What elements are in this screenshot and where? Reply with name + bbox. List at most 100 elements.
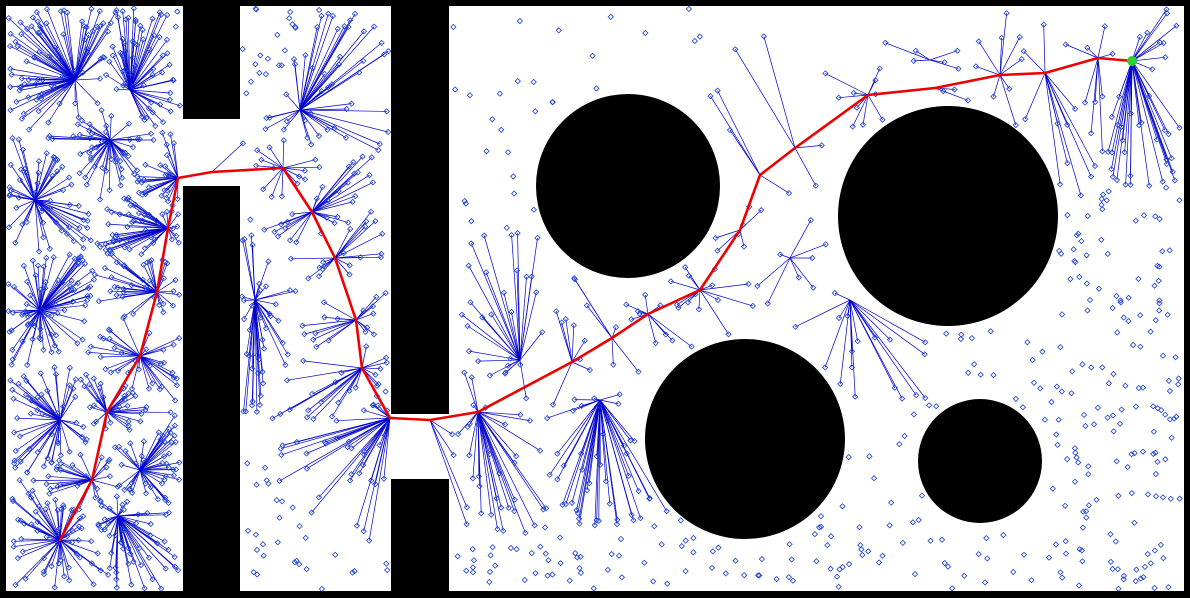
tree-node — [112, 531, 119, 539]
tree-node — [68, 287, 76, 294]
tree-node — [34, 527, 41, 534]
tree-node — [334, 315, 341, 322]
tree-node — [160, 359, 168, 366]
tree-node — [9, 386, 16, 394]
tree-node — [124, 544, 132, 552]
tree-edge — [1043, 24, 1046, 74]
tree-node — [113, 259, 121, 266]
tree-node — [144, 259, 151, 266]
tree-node — [1085, 471, 1092, 478]
tree-edge — [477, 411, 498, 530]
tree-node — [324, 84, 332, 91]
tree-node — [107, 369, 115, 376]
tree-node — [593, 453, 600, 460]
tree-node — [367, 208, 375, 215]
tree-node — [24, 361, 31, 369]
tree-edge — [334, 257, 350, 275]
tree-edge — [789, 244, 826, 259]
tree-node — [1099, 191, 1107, 198]
tree-node — [809, 254, 816, 262]
tree-node — [33, 8, 41, 16]
tree-node — [52, 301, 59, 308]
tree-node — [54, 506, 61, 514]
tree-edge — [129, 18, 153, 91]
tree-node — [921, 351, 928, 358]
tree-edge — [139, 355, 176, 401]
tree-node — [353, 522, 361, 529]
tree-node — [492, 562, 499, 569]
tree-node — [107, 288, 114, 295]
tree-edge — [32, 192, 36, 201]
tree-node — [171, 432, 178, 439]
tree-edge — [127, 226, 169, 229]
tree-node — [773, 575, 780, 583]
tree-edge — [22, 199, 36, 225]
tree-node — [142, 490, 150, 497]
tree-edge — [139, 469, 147, 494]
tree-node — [95, 298, 103, 305]
tree-edge — [18, 383, 61, 421]
tree-node — [113, 6, 120, 14]
tree-edge — [254, 299, 286, 366]
tree-edge — [39, 289, 73, 311]
tree-edge — [571, 325, 575, 363]
tree-node — [97, 567, 104, 574]
tree-node — [10, 283, 18, 291]
tree-edge — [84, 386, 108, 413]
tree-node — [610, 361, 617, 368]
tree-node — [948, 585, 956, 592]
tree-node — [678, 542, 685, 550]
tree-node — [116, 403, 123, 411]
tree-edge — [139, 462, 163, 471]
tree-edge — [519, 331, 543, 361]
tree-node — [856, 524, 863, 531]
tree-node — [14, 554, 22, 562]
tree-node — [75, 202, 82, 210]
tree-node — [150, 136, 157, 144]
tree-edge — [299, 73, 325, 111]
tree-node — [293, 239, 300, 246]
tree-node — [5, 14, 12, 22]
tree-node — [1147, 328, 1154, 335]
tree-node — [85, 210, 92, 218]
tree-node — [1144, 491, 1152, 498]
tree-edge — [311, 195, 356, 213]
tree-node — [18, 115, 26, 122]
tree-edge — [109, 139, 112, 160]
tree-node — [313, 343, 320, 351]
tree-node — [252, 61, 259, 68]
tree-node — [149, 71, 156, 79]
tree-node — [108, 155, 115, 163]
tree-node — [167, 429, 174, 436]
tree-node — [54, 440, 62, 447]
tree-edge — [20, 520, 61, 541]
tree-node — [1061, 502, 1069, 509]
tree-edge — [325, 417, 391, 444]
tree-node — [454, 553, 461, 560]
tree-node — [12, 581, 19, 589]
tree-node — [19, 338, 26, 345]
tree-node — [112, 564, 119, 571]
tree-node — [140, 82, 147, 89]
tree-edge — [13, 539, 61, 548]
tree-node — [891, 384, 898, 391]
tree-node — [36, 48, 43, 55]
tree-edge — [74, 78, 101, 81]
tree-node — [120, 285, 127, 293]
tree-edge — [511, 235, 521, 361]
tree-node — [138, 452, 145, 460]
tree-node — [1129, 341, 1137, 349]
tree-node — [167, 89, 174, 97]
tree-node — [348, 445, 355, 452]
tree-edge — [477, 411, 526, 534]
tree-node — [360, 528, 367, 535]
tree-node — [370, 23, 378, 30]
tree-node — [486, 372, 494, 379]
tree-node — [255, 355, 263, 363]
tree-node — [88, 130, 96, 137]
tree-node — [1079, 361, 1086, 368]
tree-edge — [477, 411, 504, 531]
tree-node — [113, 569, 120, 576]
tree-node — [121, 486, 128, 494]
tree-node — [513, 545, 520, 553]
